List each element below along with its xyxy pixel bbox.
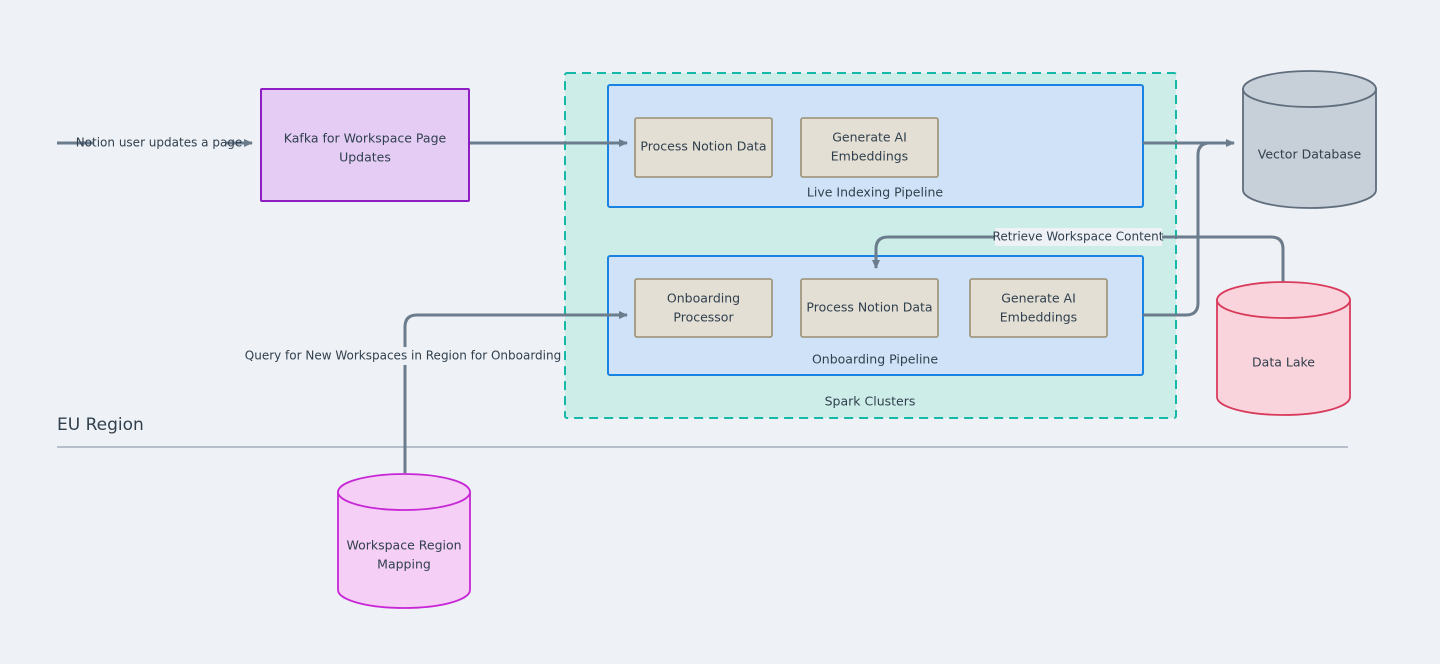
edge-label-retrieve-workspace-content: Retrieve Workspace Content — [993, 230, 1164, 244]
edge-label-bg-notion — [93, 134, 226, 152]
node-kafka-label-line1: Kafka for Workspace Page — [284, 131, 447, 146]
node-onboarding-processor-label-line2: Processor — [673, 310, 734, 325]
edge-label-notion-user-updates: Notion user updates a page — [76, 136, 243, 150]
edge-onboarding-to-vector-database — [1143, 141, 1228, 317]
node-kafka-label-line2: Updates — [339, 150, 391, 165]
node-live-generate-embeddings-label-line1: Generate AI — [832, 130, 907, 145]
edge-label-bg-retrieve — [995, 228, 1162, 246]
edge-label-bg-query — [255, 347, 552, 365]
cylinder-data-lake[interactable] — [1216, 281, 1351, 416]
edge-workspace-region-mapping-query — [403, 311, 628, 473]
node-kafka-for-workspace-page-updates[interactable] — [260, 88, 470, 202]
spark-clusters-label: Spark Clusters — [825, 394, 916, 409]
edge-label-query-new-workspaces: Query for New Workspaces in Region for O… — [245, 349, 561, 363]
node-onboarding-processor-label-line1: Onboarding — [667, 291, 740, 306]
eu-region-label: EU Region — [57, 415, 144, 435]
node-onboarding-processor[interactable] — [634, 278, 773, 338]
cylinder-vector-database[interactable] — [1242, 70, 1377, 209]
cylinder-data-lake-label: Data Lake — [1252, 355, 1315, 370]
node-live-generate-ai-embeddings[interactable] — [800, 117, 939, 178]
cylinder-workspace-region-mapping-label-line1: Workspace Region — [346, 538, 461, 553]
node-onboarding-process-notion-data[interactable] — [800, 278, 939, 338]
node-onboarding-generate-embeddings-label-line2: Embeddings — [1000, 310, 1077, 325]
node-live-process-notion-data-label: Process Notion Data — [640, 139, 766, 154]
node-onboarding-process-notion-data-label: Process Notion Data — [806, 300, 932, 315]
cylinder-workspace-region-mapping-label-line2: Mapping — [377, 557, 431, 572]
live-indexing-pipeline-label: Live Indexing Pipeline — [807, 185, 943, 200]
node-onboarding-generate-ai-embeddings[interactable] — [969, 278, 1108, 338]
cylinder-workspace-region-mapping[interactable] — [337, 473, 471, 609]
onboarding-pipeline-label: Onboarding Pipeline — [812, 352, 938, 367]
edge-data-lake-retrieve-workspace-content — [872, 235, 1285, 283]
node-onboarding-generate-embeddings-label-line1: Generate AI — [1001, 291, 1076, 306]
node-live-generate-embeddings-label-line2: Embeddings — [831, 149, 908, 164]
node-live-process-notion-data[interactable] — [634, 117, 773, 178]
cylinder-vector-database-label: Vector Database — [1258, 147, 1362, 162]
